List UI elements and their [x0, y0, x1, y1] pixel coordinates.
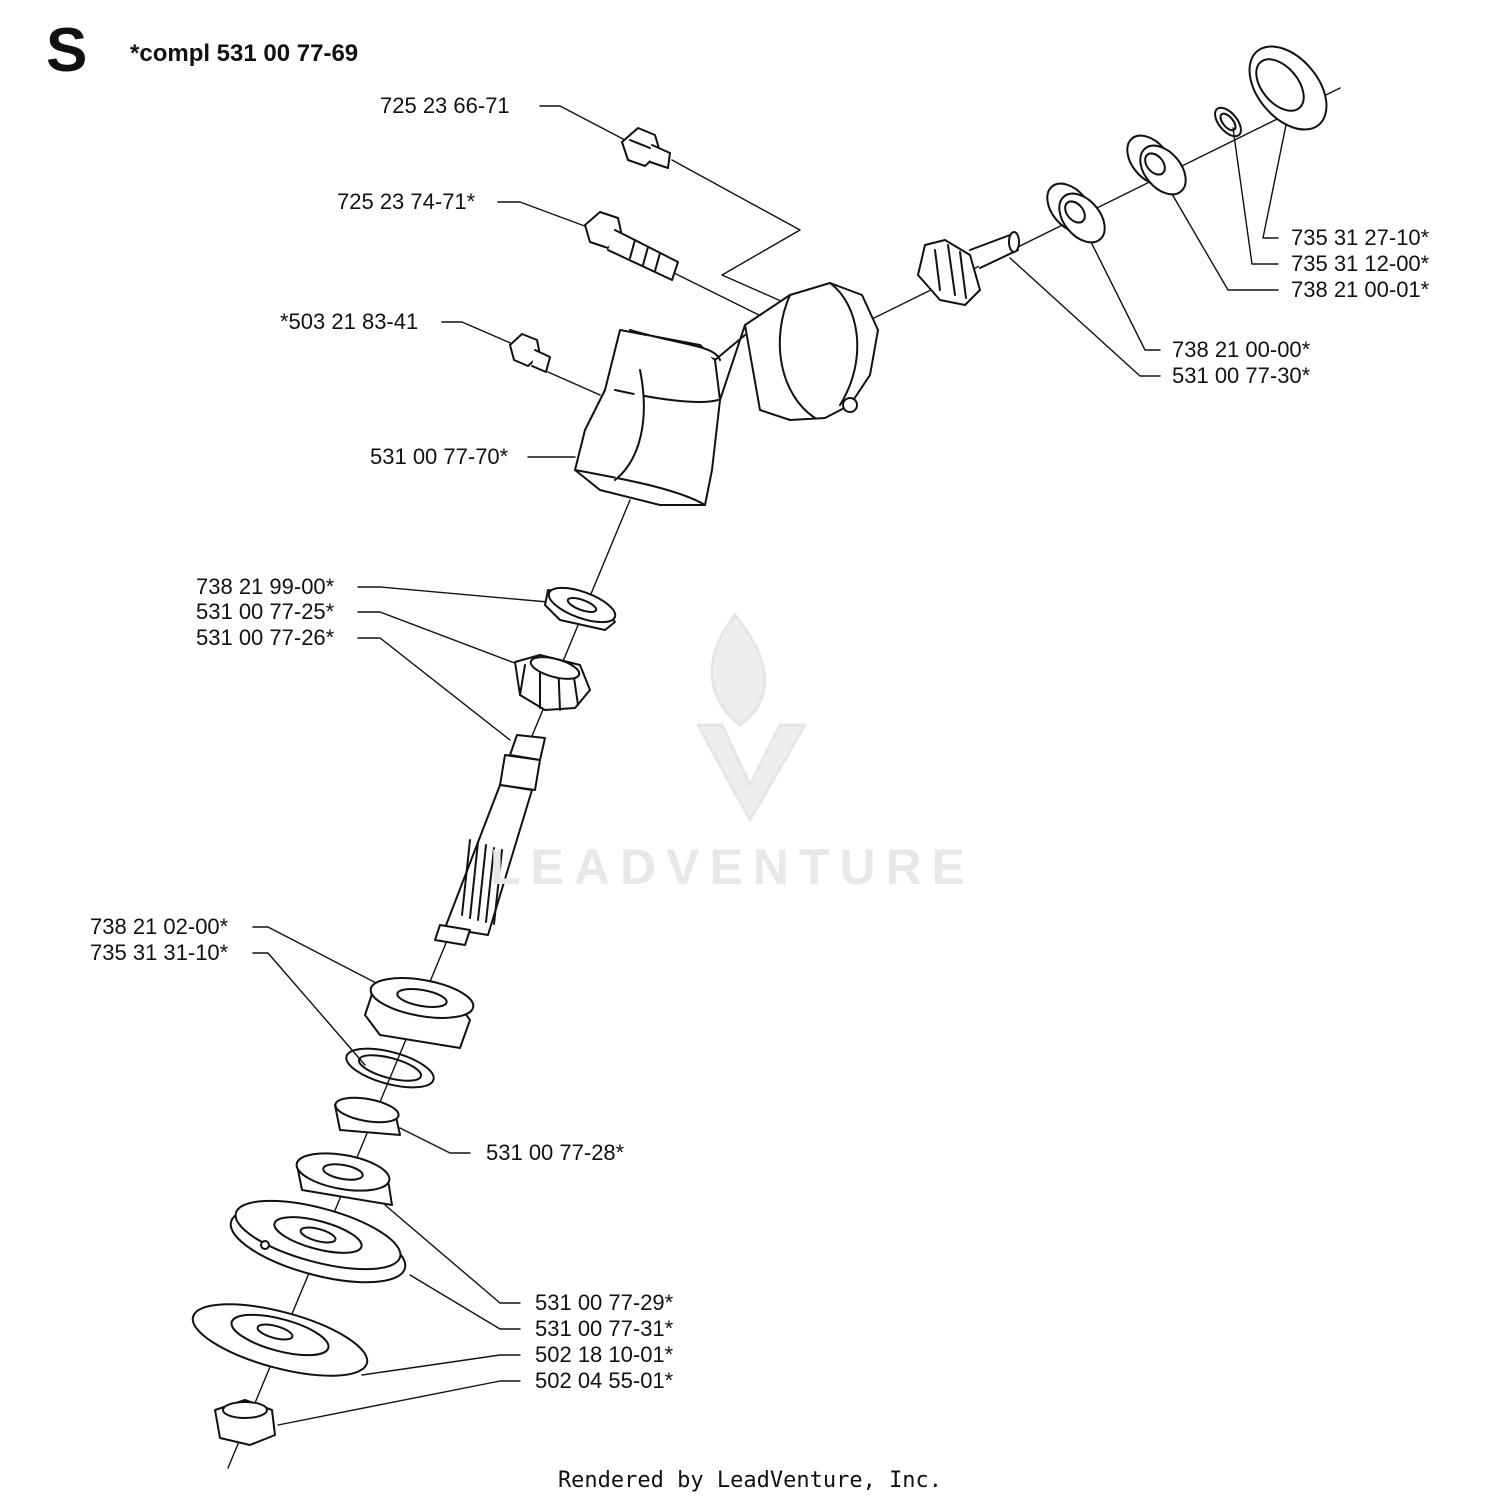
- bearing-738-21-99-00: [544, 586, 617, 631]
- ring-735-31-27-10: [1248, 45, 1328, 131]
- part-label[interactable]: 502 04 55-01*: [535, 1368, 674, 1393]
- part-label[interactable]: 725 23 66-71: [380, 93, 510, 118]
- drive-disc: [229, 1199, 407, 1284]
- screw-725-23-74-71: [584, 211, 679, 281]
- bevel-gear: [514, 654, 591, 711]
- pinion-gear: [917, 231, 1020, 306]
- watermark-text: LEADVENTURE: [490, 839, 976, 895]
- watermark-logo: [696, 613, 807, 822]
- nut-502-04-55-01: [214, 1399, 276, 1446]
- leader-lines: [252, 105, 1289, 1426]
- part-label[interactable]: *503 21 83-41: [280, 309, 419, 334]
- spacer-531-00-77-28: [334, 1096, 401, 1136]
- part-label[interactable]: 531 00 77-25*: [196, 599, 335, 624]
- assembly-number: *compl 531 00 77-69: [130, 40, 359, 67]
- part-label[interactable]: 502 18 10-01*: [535, 1342, 674, 1367]
- bearing-738-21-02-00: [364, 977, 475, 1049]
- part-label[interactable]: 531 00 77-29*: [535, 1290, 674, 1315]
- page-letter: S: [46, 16, 88, 85]
- part-label[interactable]: 738 21 99-00*: [196, 574, 335, 599]
- bearing-738-21-00-01: [1126, 134, 1187, 196]
- gear-housing: [574, 282, 879, 506]
- part-label[interactable]: 735 31 27-10*: [1291, 225, 1430, 250]
- washer-531-00-77-29: [295, 1152, 393, 1206]
- screw-725-23-66-71: [621, 127, 671, 169]
- part-label[interactable]: 735 31 12-00*: [1291, 251, 1430, 276]
- circlip-735-31-12-00: [1214, 106, 1242, 138]
- drive-shaft: [434, 734, 546, 946]
- part-label[interactable]: 738 21 00-00*: [1172, 337, 1311, 362]
- guard-washer: [191, 1303, 369, 1377]
- part-label[interactable]: 738 21 02-00*: [90, 914, 229, 939]
- footer-credit: Rendered by LeadVenture, Inc.: [557, 1468, 943, 1493]
- part-label[interactable]: 531 00 77-30*: [1172, 363, 1311, 388]
- snap-ring-735-31-31-10: [345, 1047, 435, 1089]
- part-label[interactable]: 531 00 77-70*: [370, 444, 509, 469]
- part-label[interactable]: 531 00 77-26*: [196, 625, 335, 650]
- part-label[interactable]: 735 31 31-10*: [90, 940, 229, 965]
- part-label[interactable]: 531 00 77-31*: [535, 1316, 674, 1341]
- part-label[interactable]: 531 00 77-28*: [486, 1140, 625, 1165]
- bearing-738-21-00-00: [1046, 182, 1106, 244]
- part-label[interactable]: 738 21 00-01*: [1291, 277, 1430, 302]
- screw-503-21-83-41: [509, 333, 551, 373]
- part-label[interactable]: 725 23 74-71*: [337, 189, 476, 214]
